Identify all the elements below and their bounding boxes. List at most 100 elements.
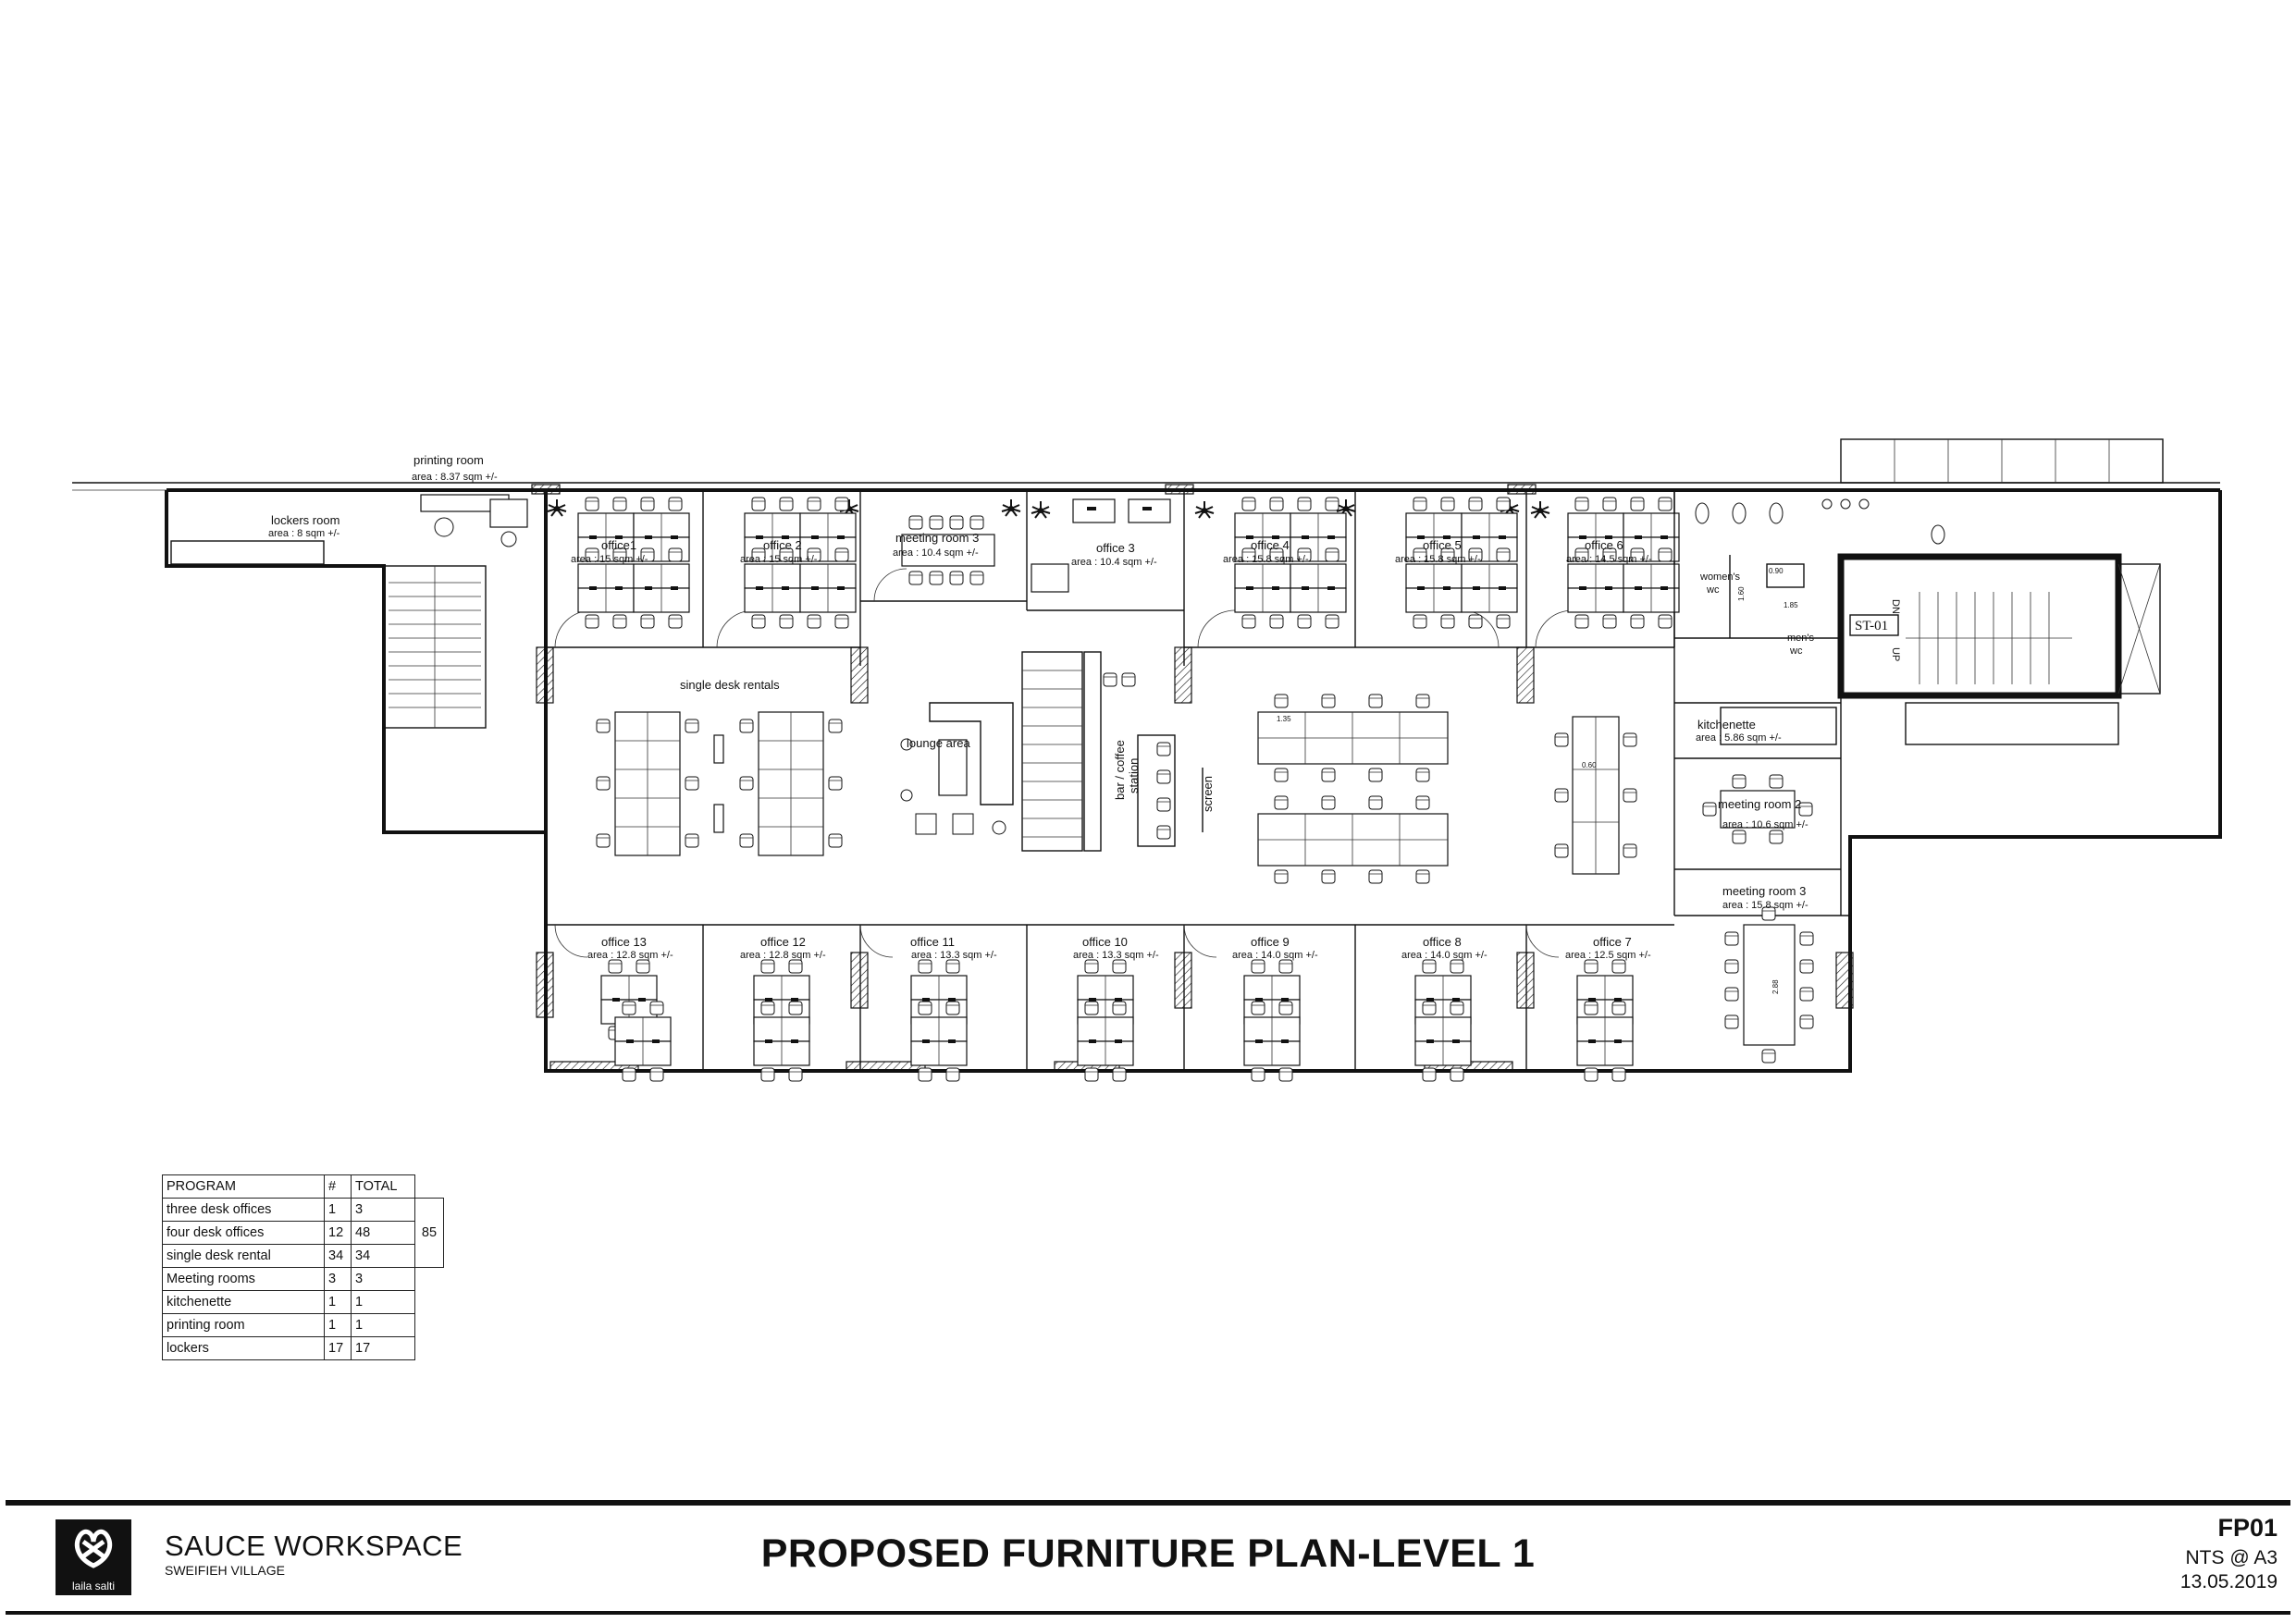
label-lounge-area: lounge area: [907, 736, 970, 750]
label-office-10: office 10: [1082, 935, 1128, 949]
row-total: 3: [351, 1267, 415, 1291]
label-printing-room: printing room: [414, 453, 484, 467]
area-office-7: area : 12.5 sqm +/-: [1565, 950, 1651, 961]
label-meeting-room-top: meeting room 3: [895, 531, 979, 545]
label-single-desk-rentals: single desk rentals: [680, 678, 780, 692]
logo-text: laila salti: [71, 1580, 116, 1592]
row-count: 34: [324, 1244, 352, 1268]
label-office-11: office 11: [910, 935, 955, 949]
title-block-bottom-rule: [6, 1611, 2290, 1615]
row-program: lockers: [162, 1336, 325, 1360]
dim-desk-1-35: 1.35: [1277, 715, 1291, 723]
program-table: PROGRAM # TOTAL three desk offices 1 3 8…: [162, 1174, 444, 1360]
label-bar: bar / coffee: [1113, 740, 1127, 800]
dim-0-90: 0.90: [1769, 567, 1784, 575]
area-office-1: area : 15 sqm +/-: [571, 554, 648, 565]
area-office-13: area : 12.8 sqm +/-: [587, 950, 673, 961]
label-kitchenette: kitchenette: [1697, 718, 1756, 732]
dim-desk-0-60: 0.60: [1582, 761, 1597, 769]
label-office-9: office 9: [1251, 935, 1290, 949]
pretzel-icon: [74, 1529, 113, 1568]
project-location: SWEIFIEH VILLAGE: [165, 1563, 285, 1578]
area-meeting-room-mid: area : 10.6 sqm +/-: [1722, 819, 1808, 830]
row-program: four desk offices: [162, 1221, 325, 1245]
area-lockers-room: area : 8 sqm +/-: [268, 528, 340, 539]
label-womens-wc-2: wc: [1706, 584, 1720, 596]
header-spacer: [415, 1175, 444, 1199]
area-office-9: area : 14.0 sqm +/-: [1232, 950, 1318, 961]
row-count: 12: [324, 1221, 352, 1245]
row-count: 3: [324, 1267, 352, 1291]
area-printing-room: area : 8.37 sqm +/-: [412, 472, 498, 483]
area-office-5: area : 15.8 sqm +/-: [1395, 554, 1481, 565]
area-office-8: area : 14.0 sqm +/-: [1401, 950, 1487, 961]
row-total: 17: [351, 1336, 415, 1360]
label-lockers-room: lockers room: [271, 513, 339, 527]
area-meeting-room-top: area : 10.4 sqm +/-: [893, 547, 979, 559]
area-office-10: area : 13.3 sqm +/-: [1073, 950, 1159, 961]
label-bar-2: station: [1127, 758, 1141, 793]
label-screen: screen: [1201, 776, 1215, 812]
area-office-3: area : 10.4 sqm +/-: [1071, 557, 1157, 568]
table-row: printing room 1 1: [162, 1313, 444, 1337]
stair-tag-st-01: ST-01: [1855, 619, 1888, 633]
label-office-4: office 4: [1251, 538, 1290, 552]
program-table-header: PROGRAM # TOTAL: [162, 1174, 444, 1199]
dim-1-85: 1.85: [1784, 601, 1798, 609]
sheet-number: FP01: [2217, 1514, 2277, 1542]
label-meeting-room-low: meeting room 3: [1722, 884, 1806, 898]
area-office-11: area : 13.3 sqm +/-: [911, 950, 997, 961]
table-row: four desk offices 12 48: [162, 1221, 444, 1245]
row-total: 3: [351, 1198, 415, 1222]
label-office-6: office 6: [1585, 538, 1623, 552]
label-mens-wc: men's: [1787, 633, 1814, 644]
drawing-title: PROPOSED FURNITURE PLAN-LEVEL 1: [760, 1531, 1536, 1576]
label-office-12: office 12: [760, 935, 806, 949]
header-count: #: [324, 1174, 352, 1199]
row-count: 17: [324, 1336, 352, 1360]
label-meeting-room-mid: meeting room 2: [1718, 797, 1801, 811]
label-office-13: office 13: [601, 935, 647, 949]
row-program: three desk offices: [162, 1198, 325, 1222]
area-office-6: area : 14.5 sqm +/-: [1566, 554, 1652, 565]
group-total: 85: [414, 1198, 444, 1268]
project-name: SAUCE WORKSPACE: [165, 1530, 463, 1562]
firm-logo: laila salti: [56, 1519, 131, 1595]
table-row: kitchenette 1 1: [162, 1290, 444, 1314]
label-office-1: office1: [601, 538, 636, 552]
label-office-7: office 7: [1593, 935, 1632, 949]
area-office-12: area : 12.8 sqm +/-: [740, 950, 826, 961]
row-total: 48: [351, 1221, 415, 1245]
table-row: Meeting rooms 3 3: [162, 1267, 444, 1291]
label-womens-wc: women's: [1699, 572, 1741, 583]
stair-up: UP: [1890, 647, 1901, 661]
area-kitchenette: area : 5.86 sqm +/-: [1696, 732, 1782, 744]
area-meeting-room-low: area : 15.8 sqm +/-: [1722, 900, 1808, 911]
table-row: three desk offices 1 3 85: [162, 1198, 444, 1268]
row-count: 1: [324, 1290, 352, 1314]
label-office-8: office 8: [1423, 935, 1462, 949]
header-program: PROGRAM: [162, 1174, 325, 1199]
row-program: kitchenette: [162, 1290, 325, 1314]
label-office-2: office 2: [763, 538, 802, 552]
row-total: 1: [351, 1313, 415, 1337]
row-program: printing room: [162, 1313, 325, 1337]
area-office-2: area : 15 sqm +/-: [740, 554, 818, 565]
row-count: 1: [324, 1198, 352, 1222]
row-program: Meeting rooms: [162, 1267, 325, 1291]
table-row: single desk rental 34 34: [162, 1244, 444, 1268]
row-program: single desk rental: [162, 1244, 325, 1268]
drawing-date: 13.05.2019: [2179, 1571, 2277, 1592]
title-block: laila salti SAUCE WORKSPACE SWEIFIEH VIL…: [0, 1496, 2296, 1623]
dim-1-60: 1.60: [1737, 586, 1746, 601]
drawing-scale: NTS @ A3: [2185, 1547, 2277, 1568]
area-office-4: area : 15.8 sqm +/-: [1223, 554, 1309, 565]
row-total: 1: [351, 1290, 415, 1314]
header-total: TOTAL: [351, 1174, 415, 1199]
stair-dn: DN: [1890, 599, 1901, 614]
label-mens-wc-2: wc: [1789, 646, 1803, 657]
label-office-3: office 3: [1096, 541, 1135, 555]
row-count: 1: [324, 1313, 352, 1337]
title-block-top-rule: [6, 1500, 2290, 1506]
